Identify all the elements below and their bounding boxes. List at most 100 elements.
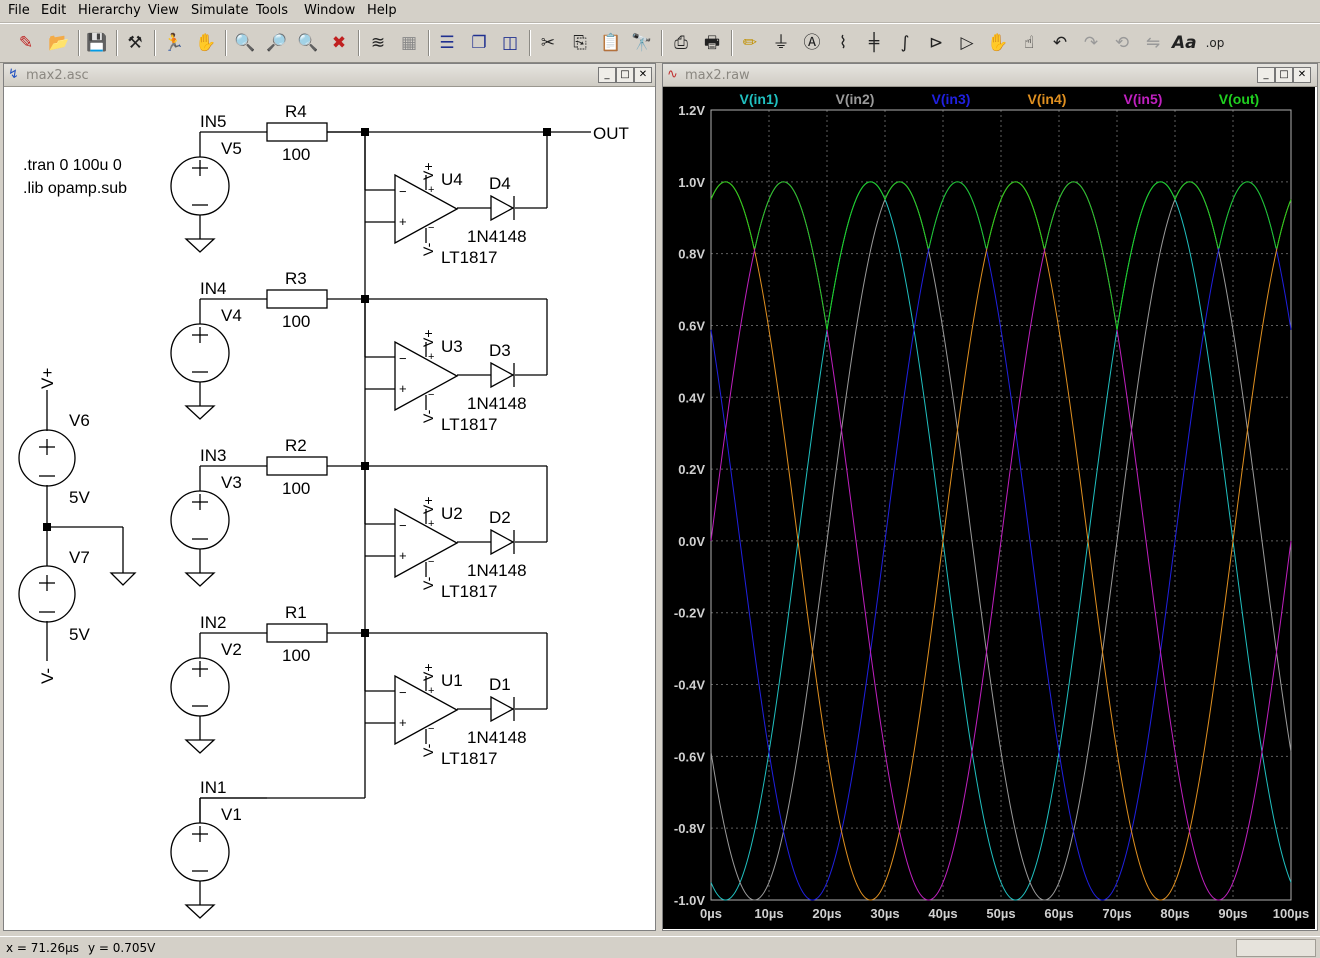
- find-icon[interactable]: 🔭: [631, 33, 653, 53]
- source-label-v2: V2: [221, 640, 242, 659]
- minimize-button[interactable]: _: [598, 67, 616, 83]
- draw-wire-icon[interactable]: ✏: [742, 33, 758, 53]
- component-icon[interactable]: ▷: [960, 33, 974, 53]
- drag-icon[interactable]: ☝: [1023, 33, 1035, 53]
- maximize-button[interactable]: □: [1275, 67, 1293, 83]
- capacitor-icon[interactable]: ╪: [868, 33, 880, 53]
- x-tick-label: 20µs: [812, 906, 841, 921]
- text-icon[interactable]: Aa: [1172, 33, 1197, 53]
- spice-directive-icon[interactable]: .op: [1205, 36, 1225, 50]
- pin-plus-supply: +: [428, 518, 434, 530]
- plot-grid: [710, 109, 1292, 901]
- net-label-in5: IN5: [200, 112, 226, 131]
- maximize-button[interactable]: □: [616, 67, 634, 83]
- input-source-v3: [170, 465, 267, 587]
- input-source-v2: [170, 632, 267, 754]
- zoom-out-icon[interactable]: 🔍: [297, 33, 319, 53]
- net-label-in4: IN4: [200, 279, 226, 298]
- menu-edit[interactable]: Edit: [41, 3, 67, 18]
- x-tick-label: 40µs: [928, 906, 957, 921]
- resistor-r4: [266, 122, 328, 142]
- output-label: OUT: [593, 124, 629, 143]
- opamp-vplus-pin: V+: [420, 663, 436, 681]
- run-icon[interactable]: 🏃: [163, 33, 185, 53]
- menu-hierarchy[interactable]: Hierarchy: [78, 3, 141, 18]
- resistor-value: 100: [282, 646, 310, 665]
- open-icon[interactable]: 📂: [48, 33, 70, 53]
- pin-minus-supply: −: [428, 389, 434, 401]
- schematic-canvas[interactable]: .tran 0 100u 0 .lib opamp.sub OUT V6 5V …: [4, 87, 655, 929]
- opamp-vplus-pin: V+: [420, 496, 436, 514]
- toolbar: ✎ 📂 💾 ⚒ 🏃 ✋ 🔍 🔎 🔍 ✖ ≋ ▦ ☰ ❐ ◫ ✂ ⎘ 📋 🔭 ⎙ …: [0, 23, 1320, 63]
- menu-file[interactable]: File: [8, 3, 30, 18]
- control-panel-icon[interactable]: ⚒: [127, 33, 143, 53]
- cascade-icon[interactable]: ❐: [471, 33, 487, 53]
- mirror-icon[interactable]: ⇋: [1145, 33, 1161, 53]
- x-tick-label: 50µs: [986, 906, 1015, 921]
- y-tick-label: 0.6V: [678, 318, 705, 333]
- menu-simulate[interactable]: Simulate: [191, 3, 249, 18]
- grid-icon[interactable]: ▦: [400, 33, 418, 53]
- paste-icon[interactable]: 📋: [600, 33, 622, 53]
- junction-dot: [361, 295, 369, 303]
- legend-vout: V(out): [1219, 91, 1259, 107]
- print-setup-icon[interactable]: ⎙: [674, 33, 688, 53]
- menu-help[interactable]: Help: [367, 3, 397, 18]
- tile-vertical-icon[interactable]: ◫: [501, 33, 519, 53]
- y-tick-label: 0.8V: [678, 247, 705, 262]
- input-source-v5: [170, 131, 267, 253]
- stage-u2: [266, 456, 548, 579]
- net-label-in2: IN2: [200, 613, 226, 632]
- opamp-model: LT1817: [441, 415, 497, 434]
- cut-icon[interactable]: ✂: [540, 33, 556, 53]
- zoom-cancel-icon[interactable]: ✖: [331, 33, 347, 53]
- opamp-vminus-pin: V-: [420, 409, 436, 423]
- inductor-icon[interactable]: ∫: [900, 33, 910, 53]
- zoom-pan-icon[interactable]: 🔎: [266, 33, 288, 53]
- y-tick-label: -1.0V: [674, 893, 705, 908]
- rotate-icon[interactable]: ⟲: [1114, 33, 1130, 53]
- autorange-icon[interactable]: ≋: [370, 33, 386, 53]
- close-button[interactable]: ✕: [1293, 67, 1311, 83]
- status-bar: x = 71.26µs y = 0.705V: [0, 936, 1320, 958]
- opamp-label-u2: U2: [441, 504, 463, 523]
- directive-tran: .tran 0 100u 0: [23, 157, 122, 174]
- diode-icon[interactable]: ⊳: [928, 33, 944, 53]
- resistor-icon[interactable]: ⌇: [838, 33, 848, 53]
- print-icon[interactable]: 🖶: [703, 33, 721, 53]
- undo-icon[interactable]: ↶: [1052, 33, 1068, 53]
- redo-icon[interactable]: ↷: [1083, 33, 1099, 53]
- pin-plus: +: [399, 715, 407, 730]
- menu-tools[interactable]: Tools: [256, 3, 289, 18]
- zoom-in-icon[interactable]: 🔍: [234, 33, 256, 53]
- pin-minus: −: [399, 351, 407, 366]
- resistor-label-r1: R1: [285, 603, 307, 622]
- opamp-label-u4: U4: [441, 170, 463, 189]
- ground-icon[interactable]: ⏚: [772, 33, 790, 53]
- new-schematic-icon[interactable]: ✎: [18, 33, 34, 53]
- minimize-button[interactable]: _: [1257, 67, 1275, 83]
- menu-view[interactable]: View: [148, 3, 179, 18]
- net-label-in3: IN3: [200, 446, 226, 465]
- copy-icon[interactable]: ⎘: [573, 33, 587, 53]
- v6-value: 5V: [69, 488, 90, 507]
- diode-d3: [490, 361, 515, 389]
- diode-label-d3: D3: [489, 341, 511, 360]
- diode-label-d2: D2: [489, 508, 511, 527]
- move-icon[interactable]: ✋: [987, 33, 1009, 53]
- resistor-r2: [266, 456, 328, 476]
- label-net-icon[interactable]: Ⓐ: [803, 33, 821, 53]
- diode-d4: [490, 194, 515, 222]
- pin-plus-supply: +: [428, 685, 434, 697]
- stage-u3: [266, 289, 548, 412]
- opamp-model: LT1817: [441, 248, 497, 267]
- tile-horizontal-icon[interactable]: ☰: [439, 33, 455, 53]
- menu-window[interactable]: Window: [304, 3, 356, 18]
- junction-dot: [361, 462, 369, 470]
- close-button[interactable]: ✕: [634, 67, 652, 83]
- save-icon[interactable]: 💾: [86, 33, 108, 53]
- opamp-vminus-pin: V-: [420, 242, 436, 256]
- halt-icon[interactable]: ✋: [195, 33, 217, 53]
